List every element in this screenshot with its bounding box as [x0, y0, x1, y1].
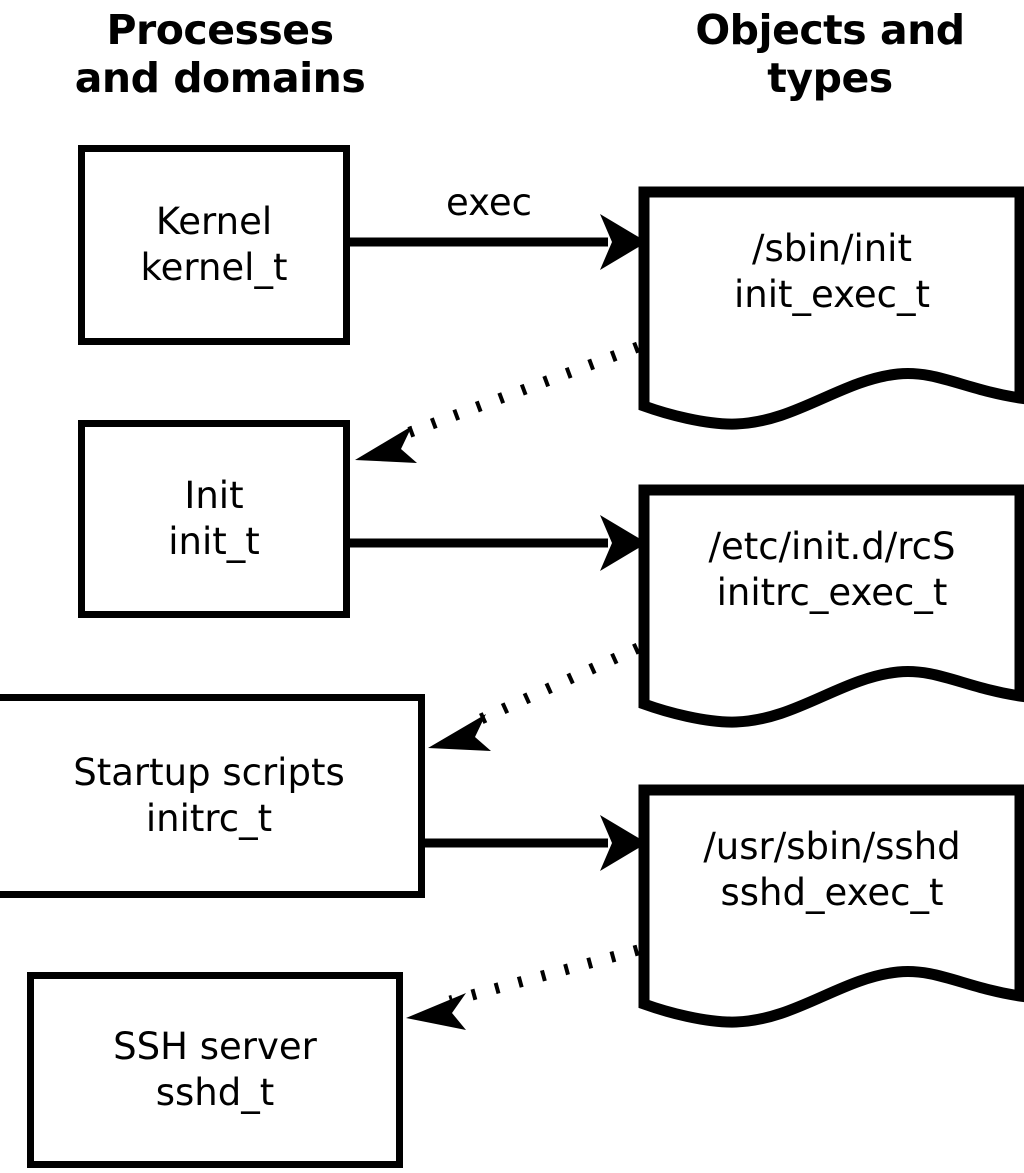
process-box-init[interactable]: Init init_t	[78, 420, 350, 618]
process-box-startup-scripts[interactable]: Startup scripts initrc_t	[0, 694, 425, 898]
edge-label-exec: exec	[446, 181, 532, 224]
process-box-name: Init	[184, 474, 244, 517]
edge-init-to-rcs	[350, 515, 647, 571]
object-document-sbin-init[interactable]: /sbin/init init_exec_t	[636, 184, 1024, 432]
object-document-etc-initd-rcs[interactable]: /etc/init.d/rcS initrc_exec_t	[636, 482, 1024, 730]
process-box-ssh-server[interactable]: SSH server sshd_t	[27, 972, 403, 1168]
process-box-type: sshd_t	[155, 1071, 275, 1114]
process-box-type: kernel_t	[140, 246, 288, 289]
process-box-name: Startup scripts	[73, 751, 345, 794]
document-shape-icon	[638, 186, 1024, 430]
column-title-objects-and-types: Objects and types	[695, 6, 965, 102]
edge-sshd-exec-to-ssh-server	[406, 944, 640, 1030]
process-box-type: initrc_t	[145, 797, 273, 840]
object-document-usr-sbin-sshd[interactable]: /usr/sbin/sshd sshd_exec_t	[636, 782, 1024, 1030]
edge-sbin-init-to-init	[355, 341, 640, 463]
document-shape-icon	[638, 784, 1024, 1028]
document-shape-icon	[638, 484, 1024, 728]
process-box-type: init_t	[168, 520, 260, 563]
process-box-kernel[interactable]: Kernel kernel_t	[78, 145, 350, 345]
column-title-processes-and-domains: Processes and domains	[74, 6, 366, 102]
process-box-name: Kernel	[155, 200, 273, 243]
process-box-name: SSH server	[113, 1025, 317, 1068]
edge-startup-scripts-to-sshd-exec	[425, 815, 647, 871]
edge-rcs-to-startup-scripts	[428, 642, 641, 751]
